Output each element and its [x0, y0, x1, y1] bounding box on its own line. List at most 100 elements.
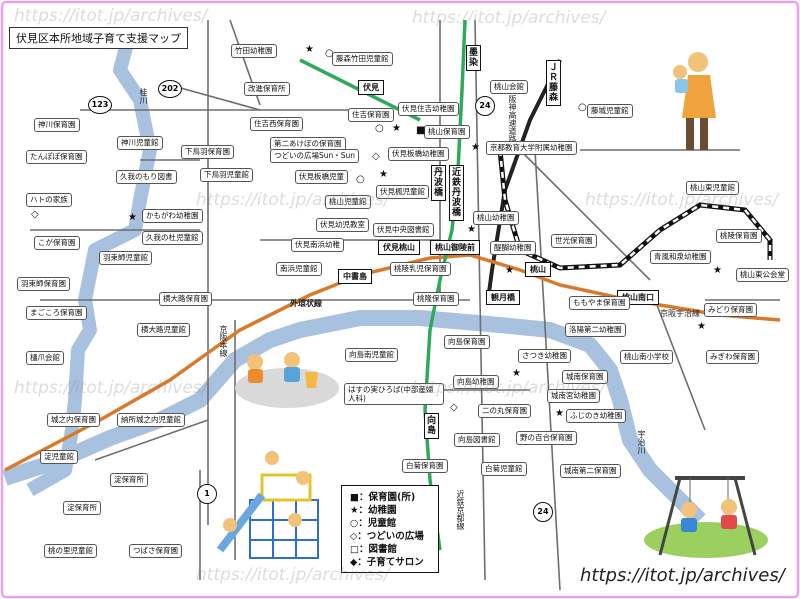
- place-label: 向島保育園: [444, 335, 490, 349]
- place-label: 桃山保育園: [424, 125, 470, 139]
- station-sumizome: 墨染: [466, 45, 481, 71]
- place-label: 桃山東児童館: [686, 181, 739, 195]
- place-label: 城南第二保育園: [560, 464, 621, 478]
- legend-childrens-hall: ○：児童館: [350, 518, 397, 529]
- hanshin-expressway-label: 阪神高速道路: [508, 95, 517, 143]
- place-label: 伏見南浜幼稚: [291, 238, 344, 252]
- place-label: 改進保育所: [244, 82, 290, 96]
- watermark: https://itot.jp/archives/: [196, 190, 390, 210]
- place-label: さつき幼稚園: [518, 349, 571, 363]
- kindergarten-star: ★: [505, 265, 514, 276]
- kintetsu-kyoto-line-label: 近鉄京都線: [456, 490, 465, 530]
- place-label: ふじのき幼稚園: [566, 409, 627, 423]
- keihan-uji-line-label: 京阪宇治線: [660, 309, 700, 318]
- place-label: 桃陵乳児保育園: [390, 262, 451, 276]
- place-label: 青風和泉幼稚園: [650, 250, 711, 264]
- route-202-shield: 202: [158, 80, 182, 98]
- place-label: 神川児童館: [117, 136, 163, 150]
- place-label: 伏見中央図書館: [373, 223, 434, 237]
- place-label: ももやま保育園: [569, 296, 630, 310]
- place-label: 京都教育大学附属幼稚園: [486, 141, 577, 155]
- route-24-shield-north: 24: [475, 96, 495, 116]
- place-label: 醍醐幼稚園: [490, 241, 536, 255]
- place-label: 桃山東公会堂: [736, 268, 789, 282]
- kindergarten-star: ★: [392, 123, 401, 134]
- place-label: まごころ保育園: [26, 306, 87, 320]
- place-label: 野の百合保育園: [516, 431, 577, 445]
- place-label: 下鳥羽保育園: [181, 145, 234, 159]
- station-kangetsukyo: 観月橋: [486, 290, 520, 305]
- place-label: 樋爪会館: [26, 351, 64, 365]
- childrens-hall-circle: ○: [375, 123, 384, 134]
- route-1-shield: 1: [197, 484, 217, 504]
- kindergarten-star: ★: [713, 265, 722, 276]
- place-label: ハトの家族: [26, 193, 72, 207]
- place-label: 横大路児童館: [137, 323, 190, 337]
- place-label: 向島幼稚園: [453, 375, 499, 389]
- place-label: 住吉保育園: [348, 108, 394, 122]
- kindergarten-star: ★: [471, 142, 480, 153]
- station-mukaijima: 向島: [424, 413, 439, 439]
- place-label: 伏見板橋児童: [295, 170, 348, 184]
- place-label: 桃山南小学校: [620, 350, 673, 364]
- place-label: 桃陵保育園: [716, 229, 762, 243]
- place-label: 伏見板橋幼稚園: [388, 147, 449, 161]
- place-label: 藤森竹田児童館: [332, 52, 393, 66]
- swing-illustration: [644, 476, 768, 558]
- place-label: 桃山児童館: [325, 195, 371, 209]
- kindergarten-star: ★: [128, 212, 137, 223]
- place-label: 桃隆保育園: [413, 292, 459, 306]
- watermark: https://itot.jp/archives/: [14, 6, 208, 26]
- place-label: 伏見住吉幼稚園: [398, 102, 459, 116]
- place-label: 桃山会館: [490, 80, 528, 94]
- place-label: 向島図書館: [454, 433, 500, 447]
- place-label: 久我のもり図書: [116, 170, 177, 184]
- place-label: 二の丸保育園: [478, 404, 531, 418]
- kindergarten-star: ★: [467, 224, 476, 235]
- kindergarten-star: ★: [305, 44, 314, 55]
- legend-kindergarten: ★：幼稚園: [350, 505, 397, 516]
- katsura-river-label: 桂川: [139, 88, 148, 104]
- map-legend: ■：保育園(所) ★：幼稚園 ○：児童館 ◇：つどいの広場 □：図書館 ◆：子育…: [341, 485, 439, 573]
- kindergarten-star: ★: [379, 169, 388, 180]
- uji-river-label: 宇治川: [637, 430, 646, 454]
- station-momoyama-goryomae: 桃山御陵前: [430, 240, 480, 255]
- place-label: はすの実ひろば(中部産婦人科): [344, 383, 444, 405]
- place-label: 納所城之内児童館: [117, 413, 185, 427]
- station-fushimi-momoyama: 伏見桃山: [378, 240, 420, 255]
- place-label: 淀保育所: [63, 501, 101, 515]
- station-momoyama: 桃山: [525, 262, 551, 277]
- legend-salon: ◆：子育てサロン: [350, 557, 424, 568]
- place-label: 伏見楓児童館: [376, 185, 429, 199]
- place-label: つばさ保育園: [129, 544, 182, 558]
- station-jr-fujinomori: ＪＲ藤森: [546, 60, 561, 106]
- place-label: こが保育園: [34, 236, 80, 250]
- place-label: 住吉西保育園: [250, 117, 303, 131]
- route-24-shield-south: 24: [533, 502, 553, 522]
- place-label: 淀保育所: [110, 473, 148, 487]
- place-label: 下鳥羽児童館: [200, 168, 253, 182]
- legend-library: □：図書館: [350, 544, 397, 555]
- place-label: 羽束師児童館: [99, 251, 152, 265]
- childrens-hall-circle: ○: [325, 48, 334, 59]
- place-label: 向島南児童館: [345, 348, 398, 362]
- place-label: みどり保育園: [704, 303, 757, 317]
- place-label: 横大路保育園: [159, 292, 212, 306]
- childrens-hall-circle: ○: [578, 102, 587, 113]
- kindergarten-star: ★: [697, 321, 706, 332]
- map-title: 伏見区本所地域子育て支援マップ: [9, 27, 188, 49]
- tsudoi-diamond: ◇: [450, 402, 458, 413]
- watermark: https://itot.jp/archives/: [412, 8, 606, 28]
- station-nakashojima: 中書島: [338, 269, 372, 284]
- keihan-honsen-label: 京阪本線: [219, 325, 228, 357]
- place-label: 白菊保育園: [402, 459, 448, 473]
- watermark: https://itot.jp/archives/: [585, 190, 779, 210]
- place-label: 城南宮幼稚園: [547, 389, 600, 403]
- gaikan-road-label: 外環状線: [290, 299, 322, 308]
- place-label: 桃山幼稚園: [473, 211, 519, 225]
- place-label: 南浜児童館: [276, 262, 322, 276]
- place-label: 淀児童館: [40, 450, 78, 464]
- watermark-main: https://itot.jp/archives/: [580, 565, 785, 586]
